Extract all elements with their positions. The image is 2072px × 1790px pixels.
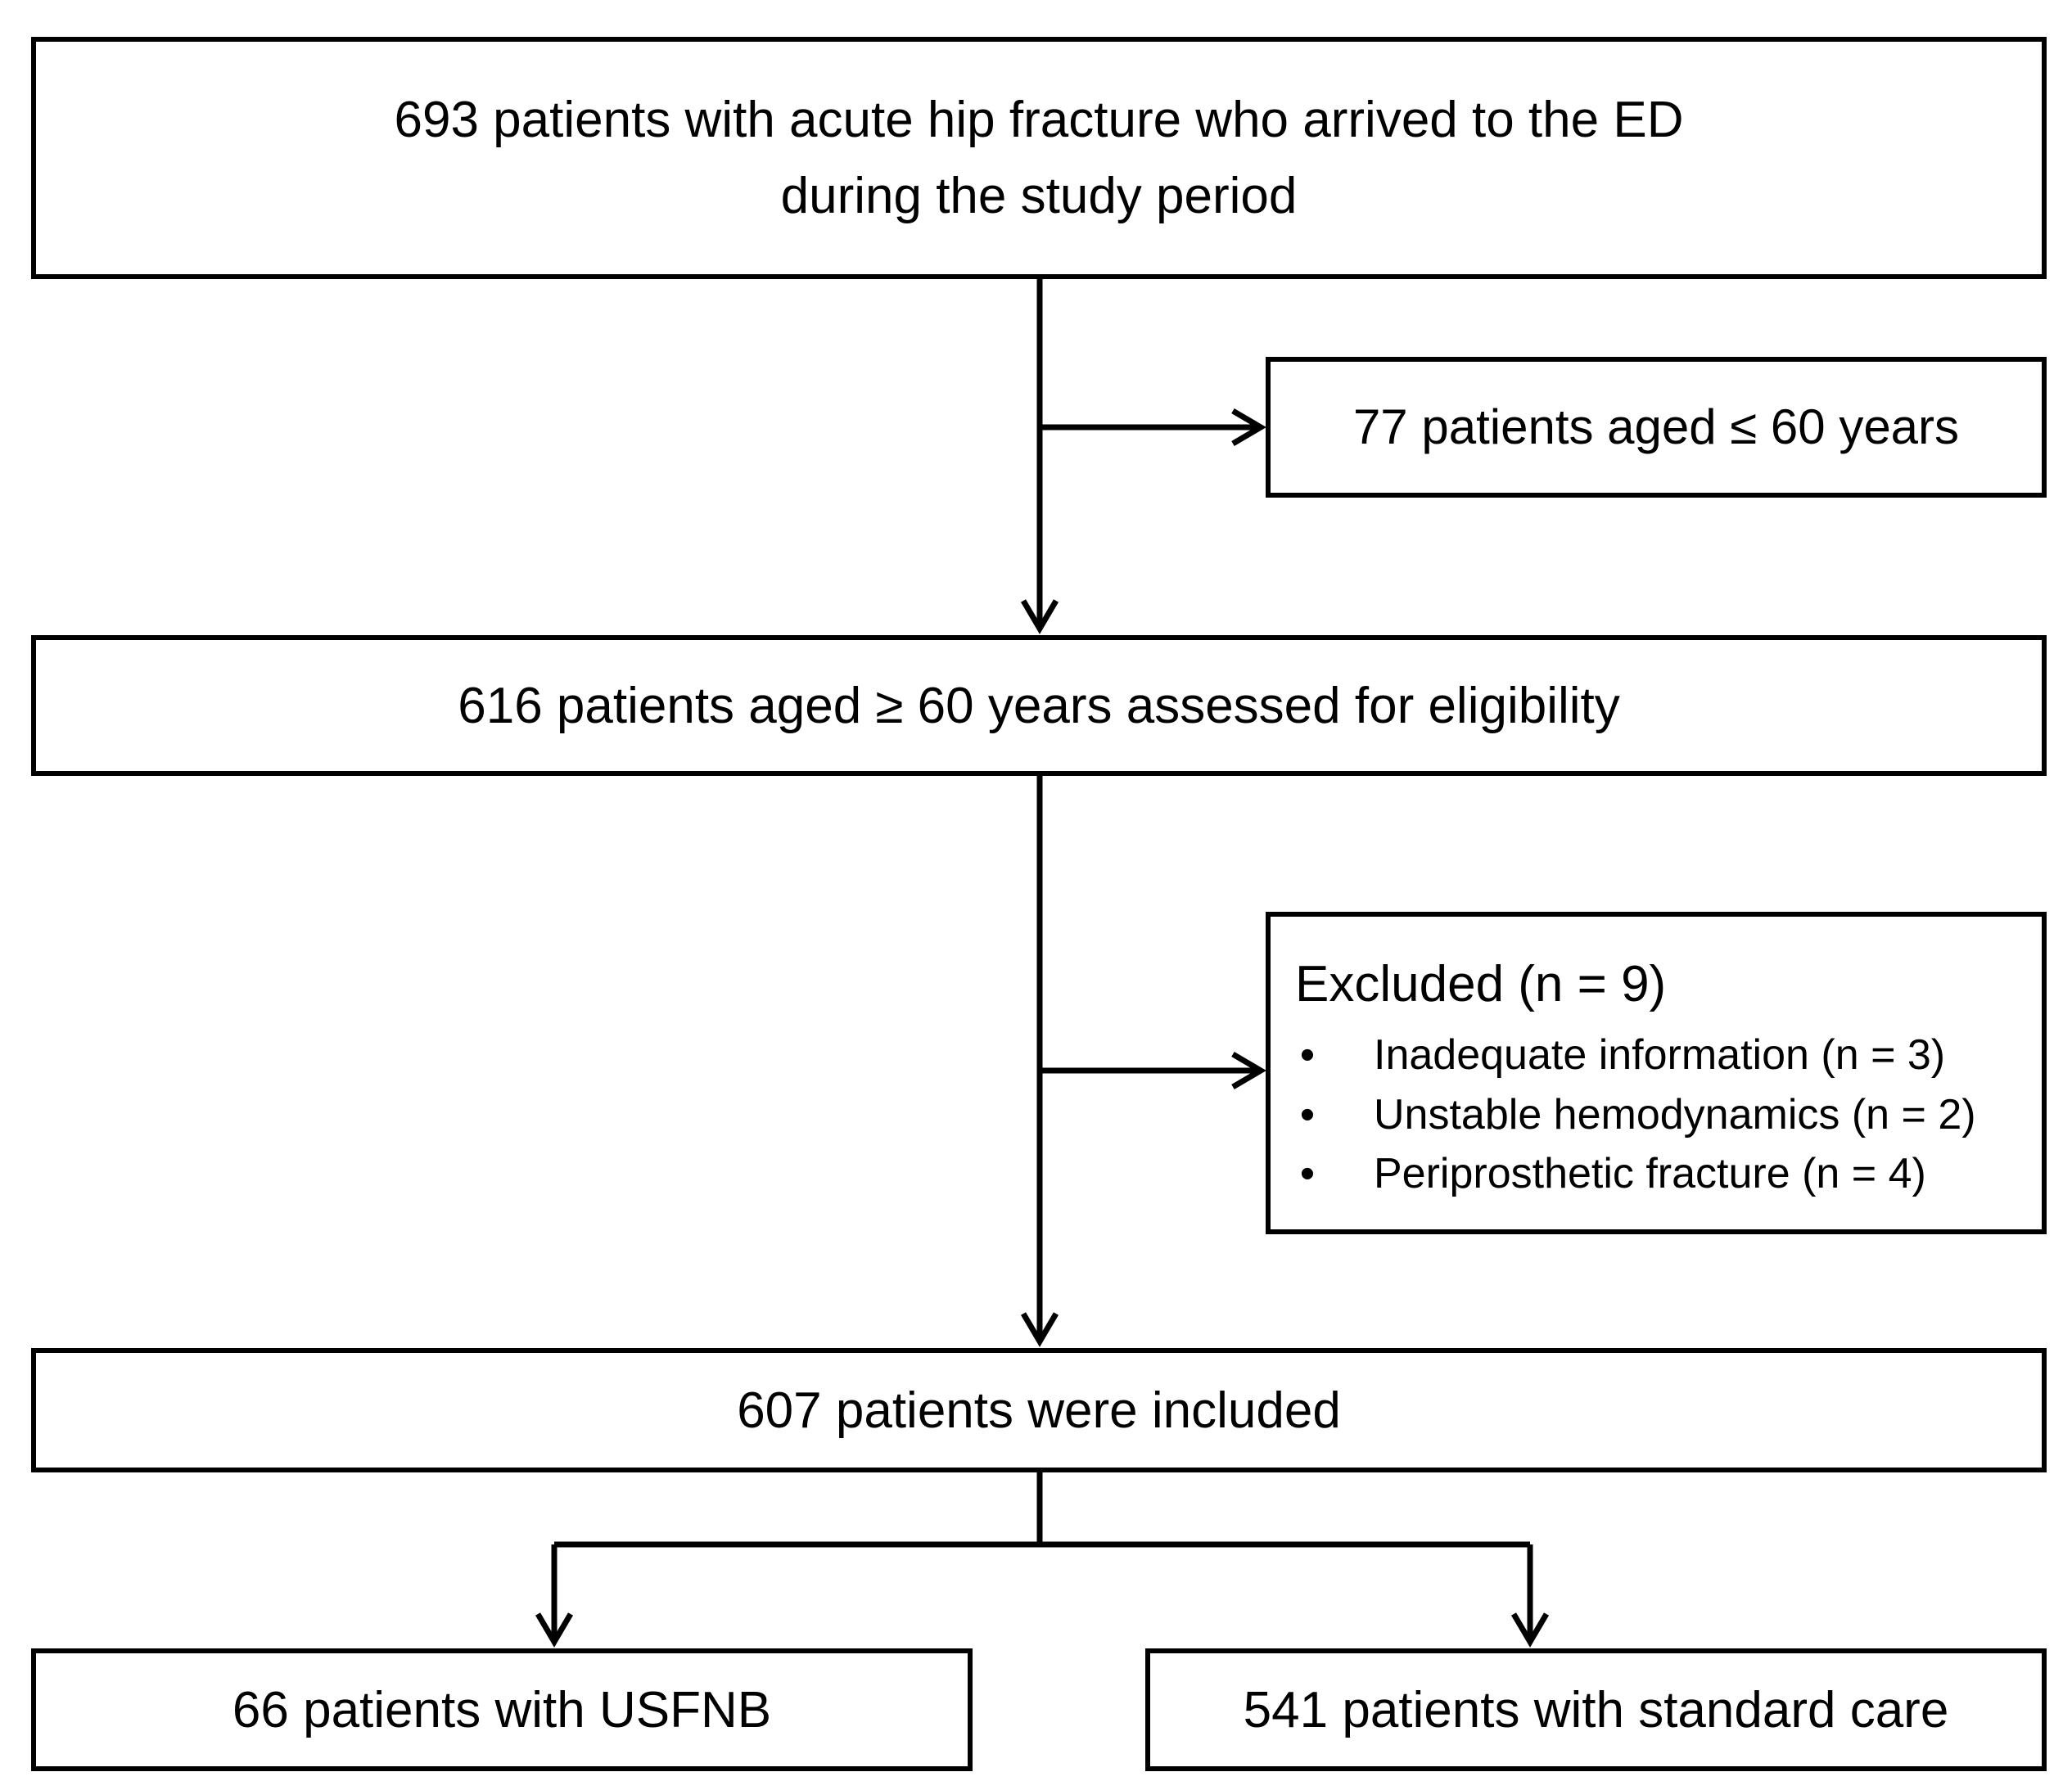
bullet-icon: • (1299, 1030, 1316, 1079)
excluded-title: Excluded (n = 9) (1295, 956, 1667, 1012)
assessed-eligibility-text: 616 patients aged ≥ 60 years assessed fo… (458, 677, 1620, 734)
excluded-reason-text: Periprosthetic fracture (n = 4) (1374, 1150, 1926, 1198)
box-excluded: Excluded (n = 9) • Inadequate informatio… (1266, 912, 2047, 1234)
arrowhead-included (1020, 1312, 1059, 1347)
arrowhead-standard-care (1510, 1612, 1550, 1648)
included-text: 607 patients were included (737, 1382, 1341, 1439)
bullet-icon: • (1299, 1150, 1316, 1198)
excluded-reason-item: • Periprosthetic fracture (n = 4) (1295, 1144, 1976, 1204)
excluded-reasons-list: • Inadequate information (n = 3) • Unsta… (1295, 1026, 1976, 1204)
box-usfnb-group: 66 patients with USFNB (31, 1648, 973, 1771)
arrowhead-usfnb (535, 1612, 574, 1648)
arrowhead-excluded (1231, 1051, 1266, 1090)
excluded-reason-text: Inadequate information (n = 3) (1374, 1030, 1946, 1079)
initial-patients-line2: during the study period (780, 168, 1298, 224)
box-assessed-eligibility: 616 patients aged ≥ 60 years assessed fo… (31, 635, 2047, 776)
bullet-icon: • (1299, 1090, 1316, 1138)
excluded-reason-item: • Inadequate information (n = 3) (1295, 1026, 1976, 1085)
initial-patients-line1: 693 patients with acute hip fracture who… (394, 92, 1684, 148)
excluded-reason-text: Unstable hemodynamics (n = 2) (1374, 1090, 1976, 1138)
box-initial-patients: 693 patients with acute hip fracture who… (31, 37, 2047, 279)
standard-care-group-text: 541 patients with standard care (1243, 1681, 1949, 1738)
box-excluded-age: 77 patients aged ≤ 60 years (1266, 357, 2047, 498)
excluded-age-text: 77 patients aged ≤ 60 years (1352, 399, 1960, 454)
arrowhead-assessed (1020, 599, 1059, 634)
arrowhead-excluded-age (1231, 408, 1266, 447)
excluded-reason-item: • Unstable hemodynamics (n = 2) (1295, 1085, 1976, 1145)
usfnb-group-text: 66 patients with USFNB (232, 1681, 772, 1738)
box-standard-care-group: 541 patients with standard care (1145, 1648, 2047, 1771)
box-included: 607 patients were included (31, 1348, 2047, 1472)
